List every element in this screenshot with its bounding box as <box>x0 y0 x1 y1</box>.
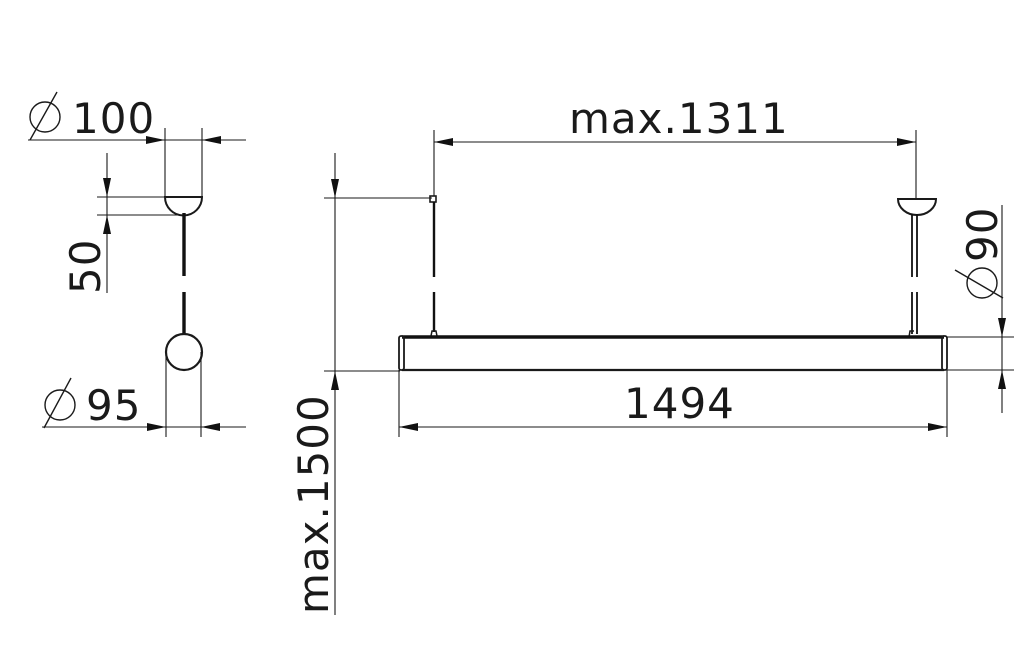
end-cap-left <box>398 335 405 371</box>
canopy-height-label: 50 <box>61 239 110 294</box>
diameter-symbol-icon <box>954 267 1004 299</box>
suspension-height-label: max.1500 <box>289 394 338 614</box>
canopy-dome-front <box>896 198 938 216</box>
suspension-span-label: max.1311 <box>569 94 789 143</box>
profile-diameter-dimension: 95 <box>42 352 246 437</box>
canopy-diameter-label: 100 <box>72 94 155 143</box>
canopy-dome <box>163 196 204 217</box>
diameter-symbol-icon <box>29 91 61 141</box>
canopy-diameter-front-label: 90 <box>958 207 1007 262</box>
overall-length-dimension: 1494 <box>398 370 948 437</box>
canopy-diameter-front-dimension: 90 <box>947 205 1014 413</box>
diameter-symbol-icon <box>43 377 76 429</box>
suspension-height-dimension: max.1500 <box>289 153 432 615</box>
canopy-diameter-dimension: 100 <box>28 91 246 197</box>
suspension-span-dimension: max.1311 <box>433 94 917 198</box>
ceiling-anchor <box>429 195 437 203</box>
end-cap-right <box>941 335 948 371</box>
profile-cross-section <box>164 332 204 372</box>
side-view: 100 50 95 <box>28 91 246 437</box>
canopy-height-dimension: 50 <box>61 153 178 294</box>
luminaire-body <box>398 335 948 372</box>
front-view: max.1311 max.1500 <box>289 94 1014 615</box>
profile-diameter-label: 95 <box>86 381 141 430</box>
overall-length-label: 1494 <box>624 379 735 428</box>
